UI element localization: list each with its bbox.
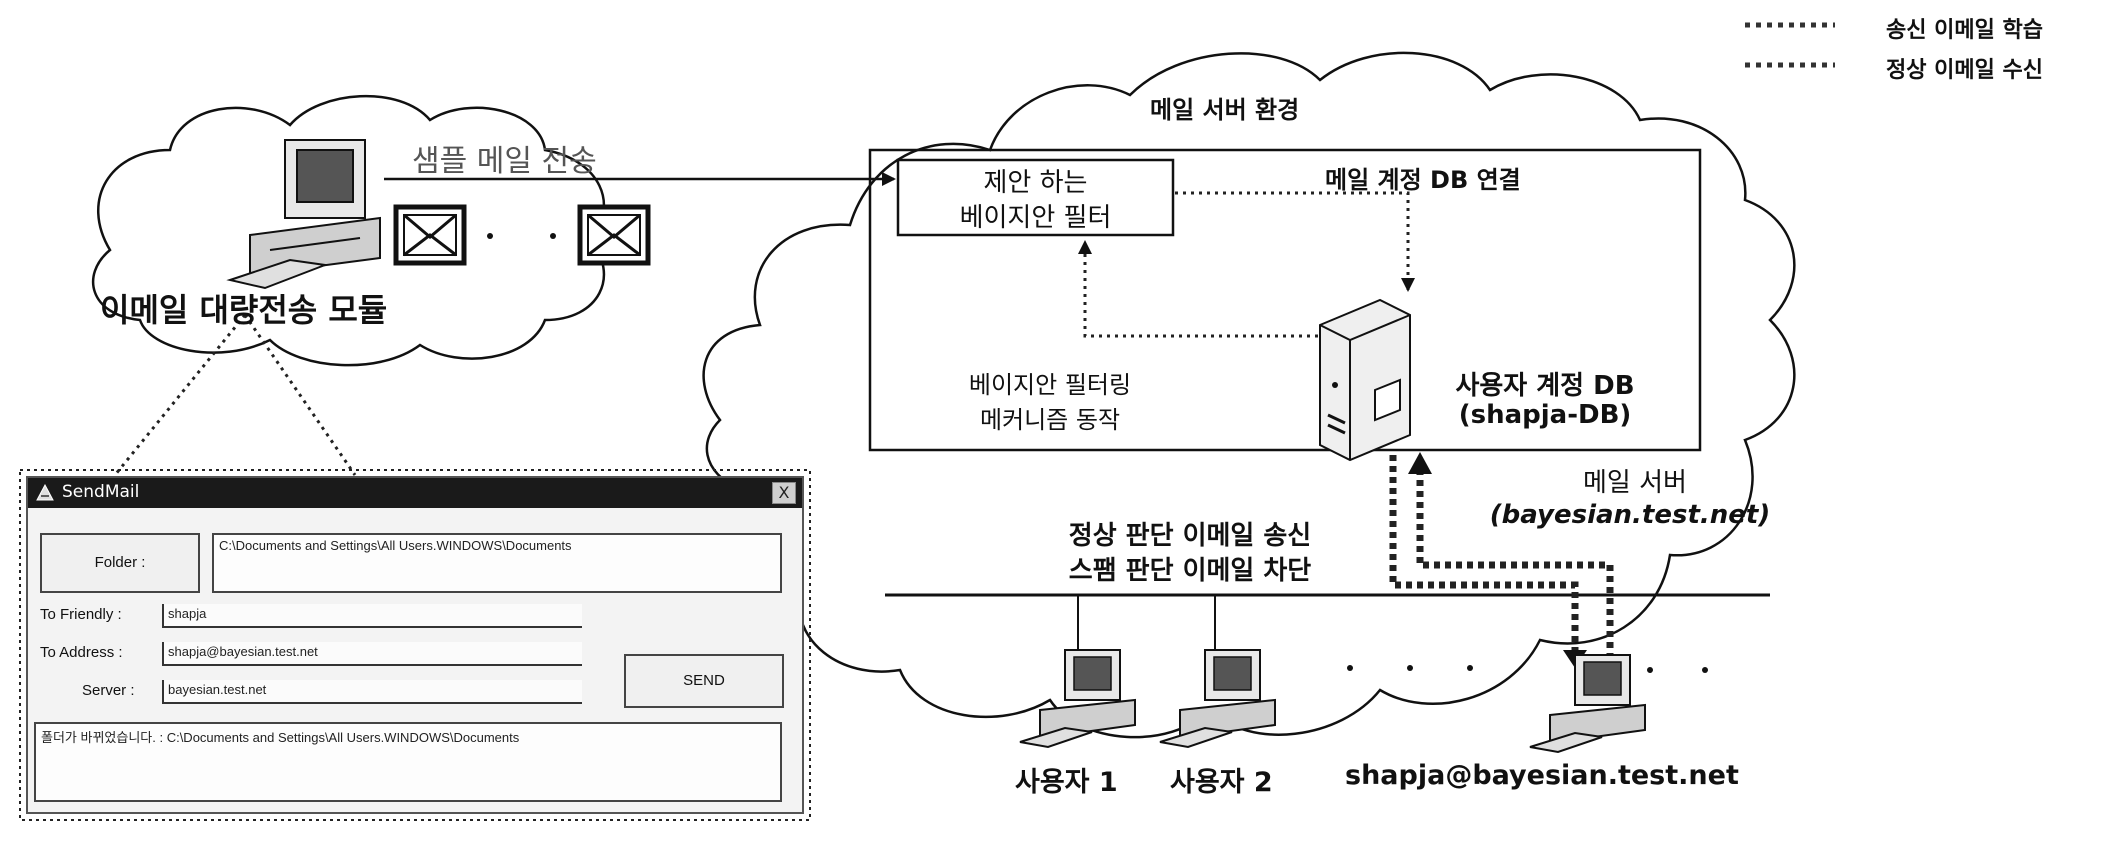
server-environment-label: 메일 서버 환경 — [1150, 96, 1300, 124]
user1-computer-icon — [1019, 649, 1136, 749]
envelope-icon — [577, 204, 651, 266]
send-sample-label: 샘플 메일 전송 — [412, 144, 597, 179]
legend-label-send: 송신 이메일 학습 — [1886, 18, 2043, 43]
database-server-icon — [1319, 298, 1411, 462]
action-label-line1: 정상 판단 이메일 송신 — [1068, 521, 1312, 551]
filtering-label-line1: 베이지안 필터링 — [968, 371, 1132, 399]
mail-server-label-line2: (bayesian.test.net) — [1489, 500, 1771, 530]
to-address-label: To Address : — [40, 644, 123, 661]
receive-arrowhead — [1408, 452, 1432, 474]
sendmail-window: SendMail X Folder : C:\Documents and Set… — [26, 476, 804, 814]
send-button[interactable]: SEND — [624, 654, 784, 708]
bayesian-filter-line2: 베이지안 필터 — [959, 203, 1112, 233]
user2-computer-icon — [1159, 649, 1276, 749]
envelope-icon — [393, 204, 467, 266]
mail-server-label-line1: 메일 서버 — [1583, 468, 1687, 498]
legend-label-receive: 정상 이메일 수신 — [1886, 58, 2043, 83]
callout-dotted-line-right — [243, 314, 357, 476]
user-db-label-line2: (shapja-DB) — [1458, 400, 1632, 430]
callout-dotted-line-left — [113, 314, 247, 476]
sendmail-title: SendMail — [62, 482, 140, 502]
shapja-label: shapja@bayesian.test.net — [1345, 760, 1739, 791]
app-icon — [36, 484, 54, 501]
send-learning-dotted-line — [1389, 455, 1579, 650]
folder-button[interactable]: Folder : — [40, 533, 200, 593]
close-button[interactable]: X — [772, 482, 796, 504]
sender-computer-icon — [226, 139, 381, 290]
folder-path-field[interactable]: C:\Documents and Settings\All Users.WIND… — [212, 533, 782, 593]
status-output-box: 폴더가 바뀌었습니다. : C:\Documents and Settings\… — [34, 722, 782, 802]
action-label-line2: 스팸 판단 이메일 차단 — [1068, 556, 1312, 586]
bayesian-filter-line1: 제안 하는 — [983, 168, 1088, 198]
to-friendly-input[interactable]: shapja — [162, 604, 582, 628]
user2-label: 사용자 2 — [1170, 767, 1273, 798]
sender-module-label: 이메일 대량전송 모듈 — [100, 291, 388, 329]
server-environment-box — [868, 148, 1702, 452]
user-db-label-line1: 사용자 계정 DB — [1455, 371, 1635, 401]
user1-label: 사용자 1 — [1015, 767, 1118, 798]
server-label: Server : — [82, 682, 135, 699]
bus-ellipsis-dots — [1347, 665, 1708, 673]
sendmail-titlebar[interactable]: SendMail X — [28, 478, 802, 508]
ellipsis-dots — [487, 233, 556, 239]
to-friendly-label: To Friendly : — [40, 606, 122, 623]
callout-dotted-frame — [19, 469, 811, 821]
shapja-computer-icon — [1529, 654, 1646, 754]
filtering-dotted-line — [1078, 240, 1318, 338]
to-address-input[interactable]: shapja@bayesian.test.net — [162, 642, 582, 666]
db-link-dotted-line — [1175, 191, 1415, 292]
server-input[interactable]: bayesian.test.net — [162, 680, 582, 704]
receive-dotted-line — [1416, 470, 1614, 670]
bayesian-filter-box — [896, 158, 1175, 237]
filtering-label-line2: 메커니즘 동작 — [979, 406, 1121, 434]
db-link-label: 메일 계정 DB 연결 — [1325, 166, 1521, 194]
